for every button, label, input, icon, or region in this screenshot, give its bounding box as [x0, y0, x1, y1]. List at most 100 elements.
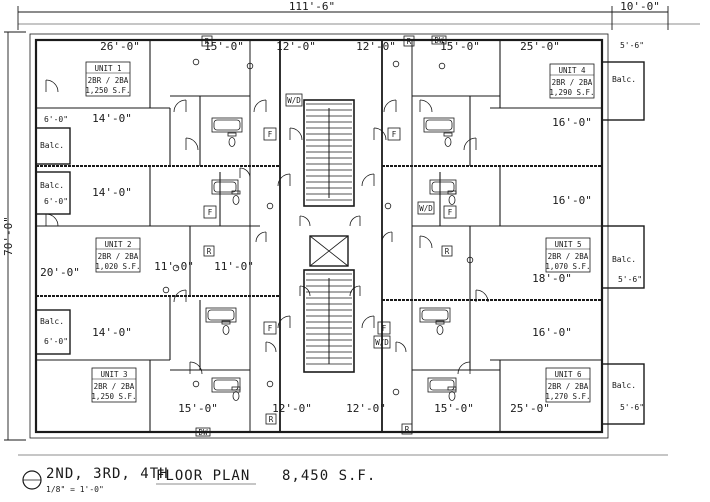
unit-3-area: 1,250 S.F. [91, 392, 136, 401]
range-mark: R [441, 245, 453, 257]
toilet-tank [435, 320, 445, 325]
scale-label: 1/8" = 1'-0" [46, 485, 104, 494]
dim-right-balc-2: 5'-6" [618, 275, 642, 284]
door-swing-arc [185, 137, 199, 151]
unit-3-type: 2BR / 2BA [94, 382, 135, 391]
unit-1-name: UNIT 1 [94, 64, 121, 73]
building-outline [29, 33, 645, 439]
unit-4-area: 1,290 S.F. [549, 88, 594, 97]
dim-right-4: 16'-0" [532, 326, 572, 339]
balcony-label: Balc. [40, 141, 64, 150]
door-swing-arc [395, 341, 407, 353]
right-dimensions: 16'-0" 16'-0" 18'-0" 16'-0" 5'-6" 5'-6" … [532, 41, 644, 412]
unit-tag-5: UNIT 5 2BR / 2BA 1,070 S.F. [545, 237, 591, 273]
unit-1-area: 1,250 S.F. [85, 86, 130, 95]
washer-dryer-mark: W/D [285, 93, 303, 107]
door-swing-arc [419, 99, 433, 113]
toilet-tank [231, 190, 241, 195]
svg-text:R: R [445, 247, 450, 256]
toilet [222, 325, 230, 335]
dim-bottom-5: 25'-0" [510, 402, 550, 415]
door-swing-arc [349, 285, 361, 297]
bathtub [427, 377, 457, 393]
fridge-mark: F [387, 127, 401, 141]
dim-corridor-1: 11'-0" [154, 260, 194, 273]
fridge-mark: F [377, 321, 391, 335]
toilet [232, 391, 240, 401]
plan-title: FLOOR PLAN [156, 468, 250, 484]
balcony-labels: Balc. Balc. Balc. Balc. Balc. Balc. [40, 75, 636, 390]
svg-text:F: F [392, 130, 397, 139]
door-swing-arc [299, 285, 311, 297]
fridge-mark: F [263, 321, 277, 335]
washer-dryer-mark: W/D [417, 201, 435, 215]
door-swing-arc [373, 127, 387, 141]
svg-text:DW: DW [198, 428, 208, 437]
svg-text:R: R [269, 415, 274, 424]
svg-text:F: F [382, 324, 387, 333]
dim-top-1: 26'-0" [100, 40, 140, 53]
unit-tag-2: UNIT 2 2BR / 2BA 1,020 S.F. [95, 237, 141, 273]
door-swing-arc [361, 173, 375, 187]
top-dimensions: 26'-0" 15'-0" 12'-0" 12'-0" 15'-0" 25'-0… [100, 40, 560, 53]
unit-4-type: 2BR / 2BA [552, 78, 593, 87]
unit-5-area: 1,070 S.F. [545, 262, 590, 271]
svg-text:F: F [448, 208, 453, 217]
door-swings [45, 79, 489, 375]
stair-treads [306, 103, 352, 365]
door-swing-arc [383, 99, 397, 113]
range-mark: R [203, 245, 215, 257]
toilet-tank [443, 132, 453, 137]
door-swing-arc [277, 173, 291, 187]
svg-text:R: R [205, 37, 210, 46]
dim-top-5: 15'-0" [440, 40, 480, 53]
toilet [228, 137, 236, 147]
dim-right-balc-3: 5'-6" [620, 403, 644, 412]
plan-area: 8,450 S.F. [282, 468, 376, 484]
balcony-label: Balc. [40, 317, 64, 326]
bathtub [205, 307, 237, 323]
sink [466, 256, 474, 264]
svg-text:W/D: W/D [287, 96, 301, 105]
sink [246, 62, 254, 70]
unit-2-area: 1,020 S.F. [95, 262, 140, 271]
dim-bottom-4: 15'-0" [434, 402, 474, 415]
door-swing-arc [239, 167, 251, 179]
door-swing-arc [463, 137, 477, 151]
unit-3-name: UNIT 3 [100, 370, 127, 379]
range-mark: R [265, 413, 277, 425]
sink [162, 286, 170, 294]
toilet-tank [221, 320, 231, 325]
sink [438, 62, 446, 70]
overall-depth-dim: 70'-0" [2, 216, 15, 256]
range-mark: R [403, 35, 415, 47]
dim-top-6: 25'-0" [520, 40, 560, 53]
floors-label: 2ND, 3RD, 4TH [46, 466, 169, 482]
door-swing-arc [419, 235, 433, 249]
toilet-tank [231, 386, 241, 391]
door-swing-arc [277, 315, 291, 329]
dim-top-4: 12'-0" [356, 40, 396, 53]
balcony-label: Balc. [612, 255, 636, 264]
dim-right-2: 16'-0" [552, 194, 592, 207]
door-swing-arc [299, 215, 311, 227]
dim-left-2: 14'-0" [92, 186, 132, 199]
bathtub-basin [425, 119, 453, 131]
bathtub-basin [213, 119, 241, 131]
unit-6-area: 1,270 S.F. [545, 392, 590, 401]
dim-left-balc-2: 6'-0" [44, 197, 68, 206]
sink [192, 380, 200, 388]
circulation-core [303, 99, 355, 373]
door-swing-arc [189, 361, 203, 375]
bathtub [423, 117, 455, 133]
range-mark: R [401, 423, 413, 435]
door-swing-arc [289, 127, 303, 141]
balcony-width-dim: 10'-0" [620, 0, 660, 13]
door-swing-arc [457, 361, 471, 375]
bathtub [419, 307, 451, 323]
toilet [436, 325, 444, 335]
unit-1-type: 2BR / 2BA [88, 76, 129, 85]
dim-bottom-3: 12'-0" [346, 402, 386, 415]
balcony-label: Balc. [612, 75, 636, 84]
bathtub-basin [429, 379, 455, 391]
